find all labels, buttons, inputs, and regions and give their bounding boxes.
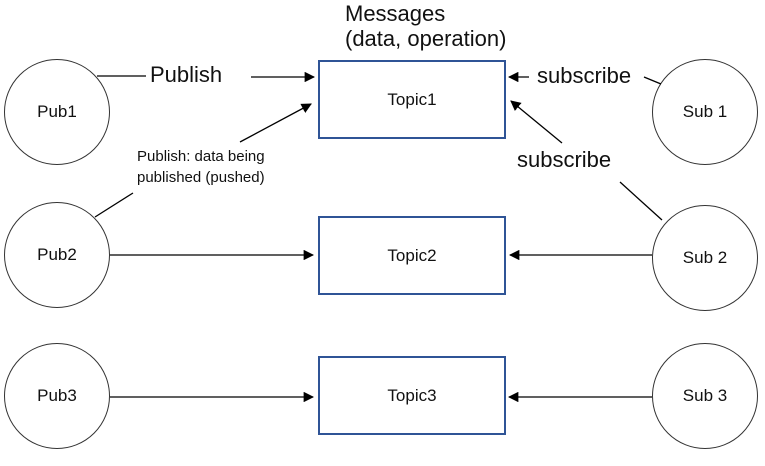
annotation-to-topic1-arrow bbox=[239, 103, 312, 143]
diagram-title-line1: Messages bbox=[345, 1, 446, 26]
subscriber-node-sub2: Sub 2 bbox=[652, 205, 758, 311]
subscriber-node-label: Sub 1 bbox=[682, 102, 728, 121]
publish-edge-label: Publish bbox=[150, 62, 223, 87]
publish-annotation-line2: published (pushed) bbox=[137, 169, 265, 186]
publisher-node-label: Pub1 bbox=[37, 102, 77, 121]
pub2-to-annotation-line bbox=[94, 192, 134, 218]
publish-annotation-line1: Publish: data being bbox=[137, 148, 265, 165]
subscribe2-to-topic1-arrow bbox=[510, 100, 563, 144]
diagram-title: Messages (data, operation) bbox=[345, 1, 506, 51]
topic-box-topic2: Topic2 bbox=[318, 216, 506, 295]
publisher-node-pub1: Pub1 bbox=[4, 59, 110, 165]
subscriber-node-sub1: Sub 1 bbox=[652, 59, 758, 165]
publisher-node-pub3: Pub3 bbox=[4, 343, 110, 449]
subscriber-node-sub3: Sub 3 bbox=[652, 343, 758, 449]
subscribe-edge-label-row1: subscribe bbox=[537, 63, 632, 88]
subscribe2-to-sub2-line bbox=[619, 181, 663, 221]
publisher-node-label: Pub2 bbox=[37, 245, 77, 264]
publisher-node-label: Pub3 bbox=[37, 386, 77, 405]
topic-box-label: Topic2 bbox=[387, 245, 437, 265]
diagram-title-line2: (data, operation) bbox=[345, 26, 507, 51]
subscriber-node-label: Sub 2 bbox=[682, 248, 728, 267]
topic-box-label: Topic1 bbox=[387, 89, 437, 109]
topic-box-topic3: Topic3 bbox=[318, 356, 506, 435]
publish-annotation: Publish: data being published (pushed) bbox=[137, 146, 265, 188]
subscriber-node-label: Sub 3 bbox=[682, 386, 728, 405]
topic-box-topic1: Topic1 bbox=[318, 60, 506, 139]
publisher-node-pub2: Pub2 bbox=[4, 202, 110, 308]
subscribe1-to-sub1-line bbox=[643, 76, 662, 85]
topic-box-label: Topic3 bbox=[387, 385, 437, 405]
subscribe-edge-label-row2: subscribe bbox=[517, 147, 612, 172]
